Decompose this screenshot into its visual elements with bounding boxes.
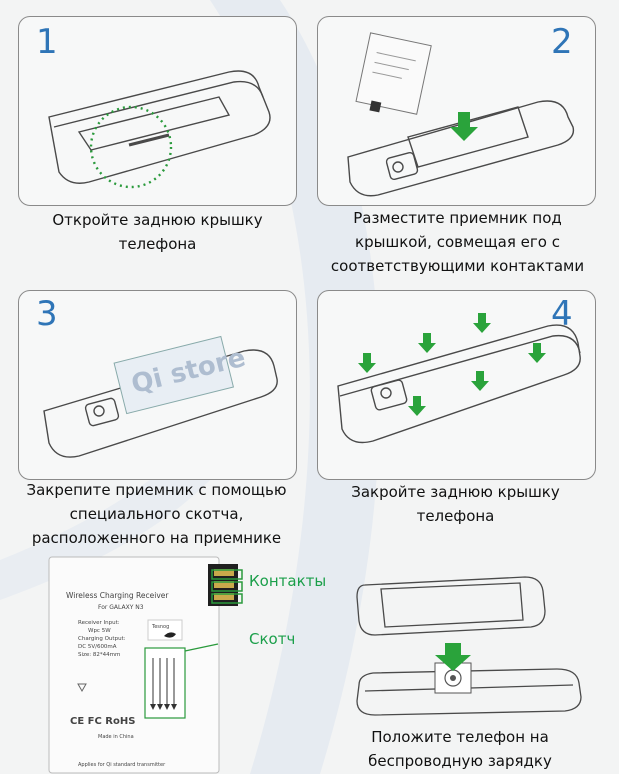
phone-on-charger-illustration: [356, 576, 582, 716]
step-4-caption-line: телефона: [416, 507, 495, 525]
receiver-certifications: CE FC RoHS: [70, 716, 135, 727]
step-4-number: 4: [551, 294, 573, 334]
step-3-panel: Qi store: [18, 290, 297, 480]
step-3-caption: Закрепите приемник с помощью специальног…: [4, 478, 309, 550]
receiver-title: Wireless Charging Receiver: [66, 591, 169, 600]
step-3-illustration: Qi store: [43, 335, 278, 458]
receiver-spec: Size: 82*44mm: [78, 652, 120, 658]
step-3-number: 3: [36, 294, 58, 334]
step-2-panel: [317, 16, 596, 206]
step-4-illustration: [337, 313, 581, 444]
step-1-caption-line: Откройте заднюю крышку: [52, 211, 263, 229]
receiver-model: For GALAXY N3: [98, 604, 144, 611]
step-3-caption-line: расположенного на приемнике: [31, 529, 282, 547]
step-1-caption-line: телефона: [118, 235, 197, 253]
step-2-caption-line: крышкой, совмещая его с: [355, 233, 560, 251]
receiver-spec: Charging Output:: [78, 636, 126, 642]
receiver-brand: Tesnog: [151, 624, 169, 630]
receiver-spec: Receiver Input:: [78, 620, 120, 626]
step-1-illustration: [48, 70, 271, 189]
step-4-caption-line: Закройте заднюю крышку: [351, 483, 560, 501]
wireless-receiver-card: Wireless Charging Receiver For GALAXY N3…: [48, 556, 243, 774]
step-4-panel: [317, 290, 596, 480]
receiver-origin: Made in China: [98, 734, 134, 740]
step-4-caption: Закройте заднюю крышку телефона: [318, 480, 593, 528]
step-1-panel: [18, 16, 297, 206]
step-2-illustration: [347, 32, 575, 197]
step-2-caption: Разместите приемник под крышкой, совмеща…: [310, 206, 605, 278]
step-1-number: 1: [36, 22, 58, 62]
contacts-label: Контакты: [249, 572, 327, 590]
step-2-caption-line: соответствующими контактами: [330, 257, 585, 275]
receiver-note: Applies for Qi standard transmitter: [78, 762, 166, 768]
step-1-caption: Откройте заднюю крышку телефона: [20, 208, 295, 256]
final-caption-line: Положите телефон на: [371, 728, 549, 746]
step-3-caption-line: специального скотча,: [69, 505, 244, 523]
receiver-spec: Wpc 5W: [88, 628, 111, 634]
step-3-caption-line: Закрепите приемник с помощью: [26, 481, 287, 499]
step-2-caption-line: Разместите приемник под: [353, 209, 562, 227]
tape-label: Скотч: [249, 630, 296, 648]
final-caption: Положите телефон на беспроводную зарядку: [320, 725, 600, 773]
receiver-spec: DC 5V/600mA: [78, 644, 117, 650]
step-2-number: 2: [551, 22, 573, 62]
final-caption-line: беспроводную зарядку: [368, 752, 552, 770]
